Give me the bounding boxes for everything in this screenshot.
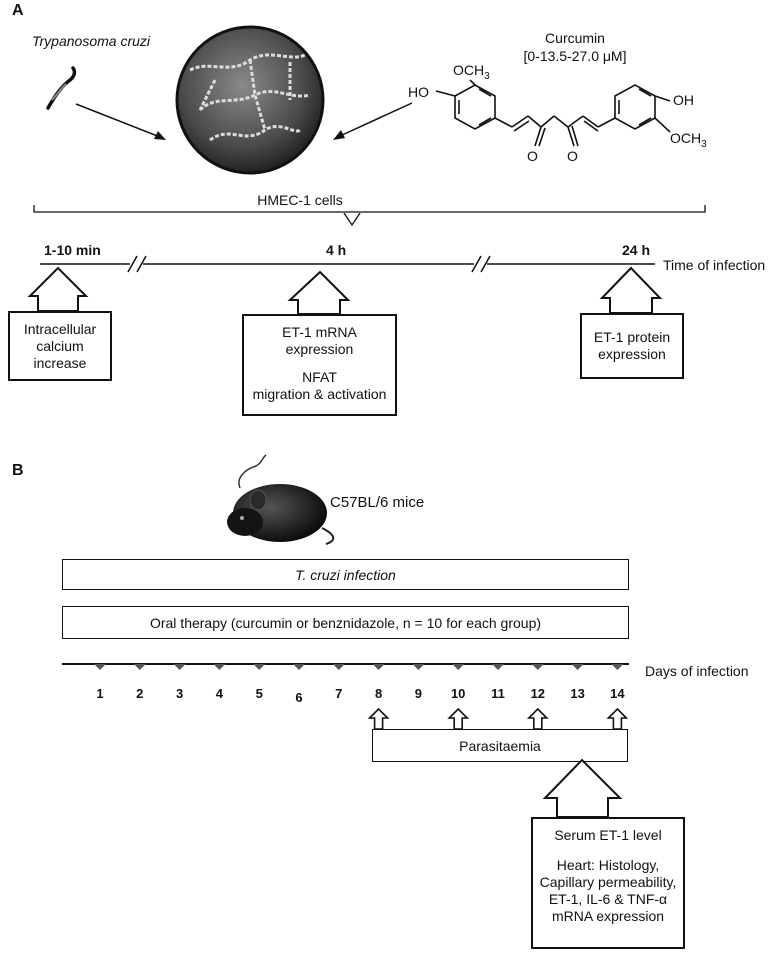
- parasitaemia-arrow: [526, 707, 549, 730]
- day-tick: [492, 664, 504, 670]
- up-arrow-mrna: [287, 270, 351, 315]
- day-label: 12: [530, 686, 546, 701]
- day-tick: [452, 664, 465, 670]
- curcumin-dose: [0-13.5-27.0 μM]: [523, 48, 627, 64]
- day-tick: [571, 664, 584, 670]
- parasitaemia-arrow: [367, 707, 390, 730]
- day-tick: [213, 664, 226, 670]
- therapy-bar: Oral therapy (curcumin or benznidazole, …: [62, 606, 629, 639]
- arrow-parasite-to-cells: [75, 103, 166, 140]
- day-tick: [531, 664, 544, 670]
- day-label: 3: [175, 686, 184, 701]
- day-label: 11: [491, 686, 505, 701]
- day-tick: [133, 664, 146, 670]
- trypanosome-icon: [46, 66, 77, 110]
- panel-b-label: B: [12, 462, 24, 479]
- chem-oh-right: OH: [673, 92, 694, 108]
- chem-o2: O: [567, 148, 578, 164]
- day-label: 14: [610, 686, 625, 701]
- parasitaemia-bar: Parasitaemia: [372, 729, 628, 762]
- day-label: 5: [255, 686, 263, 701]
- day-tick: [332, 664, 345, 670]
- time-label-2: 4 h: [326, 242, 347, 258]
- infection-timeline: [40, 255, 655, 273]
- curcumin-structure: [435, 79, 671, 147]
- mrna-box: ET-1 mRNA expression NFAT migration & ac…: [242, 314, 397, 416]
- day-label: 7: [335, 686, 343, 701]
- day-label: 8: [374, 686, 383, 701]
- protein-box: ET-1 protein expression: [580, 313, 684, 379]
- hmec-culture-dish: [175, 25, 325, 175]
- day-label: 2: [136, 686, 144, 701]
- mice-label: C57BL/6 mice: [330, 494, 425, 511]
- time-axis-label: Time of infection: [663, 257, 766, 273]
- chem-o1: O: [527, 148, 538, 164]
- day-label: 4: [215, 686, 223, 701]
- day-label: 6: [295, 690, 303, 705]
- day-tick: [293, 664, 305, 670]
- day-label: 10: [450, 686, 466, 701]
- arrow-curcumin-to-cells: [333, 102, 413, 140]
- infection-bar: T. cruzi infection: [62, 559, 629, 590]
- chem-oh-left: HO: [408, 84, 429, 100]
- panel-a-label: A: [12, 2, 24, 19]
- up-arrow-protein: [599, 266, 663, 314]
- day-tick: [173, 664, 186, 670]
- chem-och3-right: OCH3: [670, 130, 707, 150]
- parasitaemia-arrow: [447, 707, 470, 730]
- day-tick: [372, 664, 385, 670]
- chem-och3-top: OCH3: [453, 62, 490, 82]
- up-arrow-calcium: [27, 266, 89, 312]
- days-axis: [62, 663, 629, 670]
- mouse-icon: [227, 454, 335, 545]
- day-tick: [253, 664, 266, 670]
- day-tick: [412, 664, 425, 670]
- calcium-box: Intracellular calcium increase: [8, 311, 112, 381]
- up-arrow-final: [542, 758, 623, 818]
- days-axis-label: Days of infection: [645, 663, 749, 679]
- day-tick: [611, 664, 624, 670]
- day-label: 1: [96, 686, 104, 701]
- curcumin-name: Curcumin: [545, 30, 605, 46]
- cells-bracket: [33, 205, 706, 227]
- final-measurements-box: Serum ET-1 level Heart: Histology, Capil…: [531, 817, 685, 949]
- cells-label: HMEC-1 cells: [257, 192, 343, 208]
- day-tick: [94, 664, 106, 670]
- time-label-1: 1-10 min: [44, 242, 101, 258]
- organism-label: Trypanosoma cruzi: [32, 33, 151, 49]
- time-label-3: 24 h: [622, 242, 651, 258]
- day-label: 9: [414, 686, 422, 701]
- parasitaemia-arrow: [606, 707, 629, 730]
- day-label: 13: [570, 686, 585, 701]
